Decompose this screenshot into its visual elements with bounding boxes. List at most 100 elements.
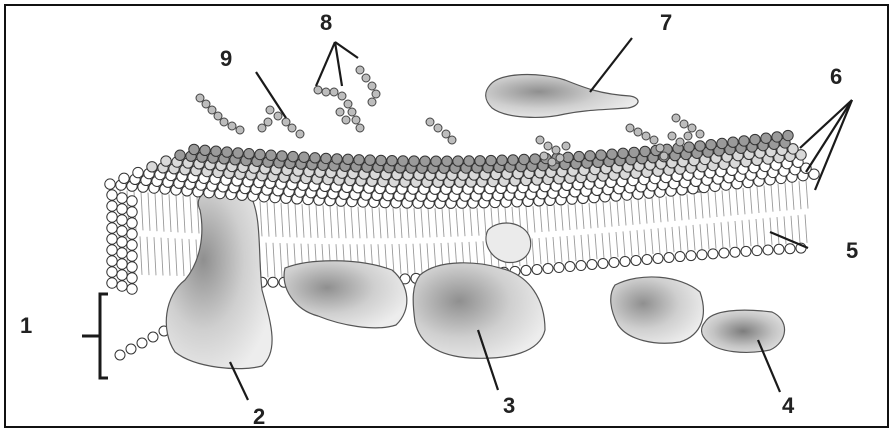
phospholipid-head bbox=[442, 156, 452, 166]
sugar-bead bbox=[442, 130, 450, 138]
callout-5: 5 bbox=[846, 238, 858, 263]
lipid-tail bbox=[400, 208, 402, 238]
lipid-tail bbox=[708, 192, 710, 218]
phospholipid-head bbox=[598, 258, 608, 268]
phospholipid-head bbox=[117, 281, 127, 291]
phospholipid-head bbox=[719, 248, 729, 258]
phospholipid-head bbox=[618, 148, 628, 158]
lipid-tail bbox=[680, 195, 682, 220]
phospholipid-head bbox=[640, 146, 650, 156]
lipid-tail bbox=[280, 243, 282, 277]
sugar-bead bbox=[676, 138, 684, 146]
phospholipid-head bbox=[741, 246, 751, 256]
lipid-tail bbox=[266, 243, 268, 278]
phospholipid-head bbox=[587, 260, 597, 270]
lipid-tail bbox=[567, 236, 569, 262]
phospholipid-head bbox=[609, 257, 619, 267]
phospholipid-head bbox=[596, 150, 606, 160]
lipid-tail bbox=[687, 194, 689, 219]
lipid-tail bbox=[715, 191, 717, 217]
phospholipid-head bbox=[475, 156, 485, 166]
lipid-tail bbox=[351, 206, 353, 238]
lipid-tail bbox=[406, 244, 408, 274]
phospholipid-head bbox=[277, 151, 287, 161]
lipid-tail bbox=[602, 233, 604, 258]
lipid-tail bbox=[665, 228, 667, 253]
phospholipid-head bbox=[137, 338, 147, 348]
lipid-tail bbox=[379, 207, 381, 238]
sugar-bead bbox=[236, 126, 244, 134]
phospholipid-head bbox=[211, 146, 221, 156]
lipid-tail bbox=[778, 184, 780, 211]
sugar-bead bbox=[214, 112, 222, 120]
phospholipid-head bbox=[343, 154, 353, 164]
phospholipid-head bbox=[519, 154, 529, 164]
lipid-tail bbox=[267, 202, 269, 237]
lipid-tail bbox=[323, 205, 325, 238]
lipid-tail bbox=[763, 218, 765, 245]
lipid-tail bbox=[750, 187, 752, 213]
lipid-tail bbox=[393, 208, 395, 238]
phospholipid-head bbox=[147, 162, 157, 172]
sugar-bead bbox=[296, 130, 304, 138]
callout-8: 8 bbox=[320, 10, 332, 35]
lipid-tail bbox=[176, 195, 178, 232]
phospholipid-head bbox=[508, 155, 518, 165]
lipid-tail bbox=[428, 208, 430, 237]
phospholipid-head bbox=[161, 156, 171, 166]
phospholipid-head bbox=[107, 245, 117, 255]
lipid-tail bbox=[714, 223, 716, 249]
phospholipid-head bbox=[233, 148, 243, 158]
lipid-tail bbox=[651, 229, 653, 254]
callout-2: 2 bbox=[253, 404, 265, 429]
bilayer-bracket bbox=[82, 294, 108, 378]
lipid-tail bbox=[721, 222, 723, 248]
phospholipid-head bbox=[127, 196, 137, 206]
sugar-bead bbox=[338, 92, 346, 100]
phospholipid-head bbox=[664, 253, 674, 263]
phospholipid-head bbox=[772, 132, 782, 142]
lipid-tail bbox=[700, 224, 702, 249]
lipid-tail bbox=[658, 228, 660, 253]
lipid-tail bbox=[449, 208, 451, 237]
phospholipid-head bbox=[420, 156, 430, 166]
sugar-bead bbox=[544, 142, 552, 150]
lipid-tail bbox=[777, 217, 779, 244]
lipid-tail bbox=[771, 185, 773, 212]
lipid-tail bbox=[561, 205, 563, 231]
phospholipid-head bbox=[431, 156, 441, 166]
lipid-tail bbox=[582, 203, 584, 229]
lipid-tail bbox=[281, 203, 283, 237]
sugar-bead bbox=[426, 118, 434, 126]
sugar-bead bbox=[264, 118, 272, 126]
lipid-tail bbox=[141, 192, 143, 231]
sugar-bead bbox=[202, 100, 210, 108]
phospholipid-head bbox=[576, 261, 586, 271]
lipid-tail bbox=[638, 199, 640, 224]
phospholipid-head bbox=[585, 151, 595, 161]
sugar-bead bbox=[556, 154, 564, 162]
phospholipid-head bbox=[107, 234, 117, 244]
phospholipid-head bbox=[783, 130, 793, 140]
lipid-tail bbox=[588, 234, 590, 259]
phospholipid-head bbox=[752, 246, 762, 256]
lipid-tail bbox=[274, 202, 276, 236]
phospholipid-head bbox=[127, 262, 137, 272]
lipid-tail bbox=[652, 198, 654, 223]
sugar-bead bbox=[368, 98, 376, 106]
lipid-tail bbox=[148, 192, 150, 230]
lipid-tail bbox=[399, 244, 401, 274]
sugar-bead bbox=[626, 124, 634, 132]
callout-3: 3 bbox=[503, 393, 515, 418]
phospholipid-head bbox=[629, 147, 639, 157]
lipid-tail bbox=[330, 206, 332, 239]
sugar-bead bbox=[330, 88, 338, 96]
lipid-tail bbox=[624, 200, 626, 225]
phospholipid-head bbox=[222, 147, 232, 157]
phospholipid-head bbox=[127, 273, 137, 283]
phospholipid-head bbox=[117, 270, 127, 280]
lipid-tail bbox=[722, 190, 724, 216]
lipid-tail bbox=[175, 238, 177, 275]
phospholipid-head bbox=[354, 155, 364, 165]
lipid-tail bbox=[799, 181, 801, 209]
